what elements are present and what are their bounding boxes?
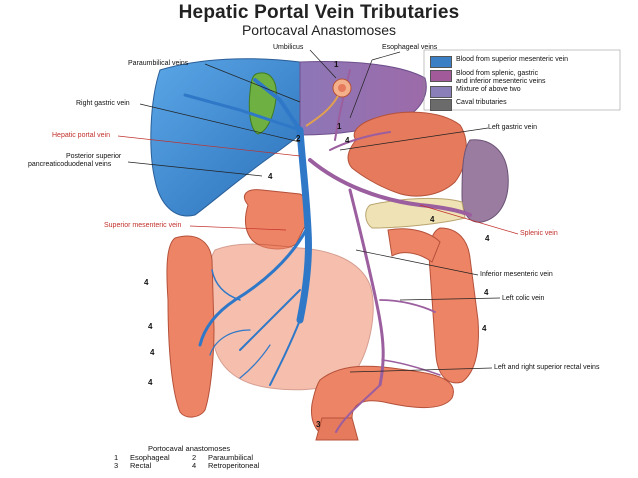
anastomosis-number: 3 — [316, 420, 321, 429]
anastomosis-number: 4 — [268, 172, 273, 181]
ascending-colon — [166, 235, 215, 418]
anastomosis-number: 4 — [485, 234, 490, 243]
label-esophageal-veins: Esophageal veins — [382, 44, 438, 51]
anastomosis-number: 4 — [148, 378, 153, 387]
label-hepatic-portal-vein: Hepatic portal vein — [52, 132, 110, 139]
anastomosis-number: 4 — [430, 215, 435, 224]
key-heading: Portocaval anastomoses — [148, 444, 231, 453]
key-number: 4 — [192, 461, 197, 470]
label-posterior-superior: Posterior superior — [66, 153, 122, 160]
legend-label: Caval tributaries — [456, 99, 507, 106]
purple-vein-system — [308, 69, 472, 433]
label-rectal-veins: Left and right superior rectal veins — [494, 364, 600, 371]
label-umbilicus: Umbilicus — [273, 44, 304, 51]
key-name: Paraumbilical — [208, 453, 254, 462]
anastomosis-number: 4 — [482, 324, 487, 333]
anastomosis-number: 4 — [150, 348, 155, 357]
anastomosis-number: 2 — [296, 134, 301, 143]
anastomosis-number: 4 — [484, 288, 489, 297]
legend-label: Mixture of above two — [456, 86, 521, 93]
label-left-gastric-vein: Left gastric vein — [488, 124, 538, 131]
key-number: 2 — [192, 453, 197, 462]
label-paraumbilical-veins: Paraumbilical veins — [128, 60, 189, 67]
duodenum — [244, 189, 310, 250]
legend-swatch — [430, 70, 452, 82]
legend-swatch — [430, 56, 452, 68]
legend-frame — [423, 49, 621, 111]
legend-swatch — [430, 99, 452, 111]
portal-vein-system — [183, 78, 313, 386]
page-title: Hepatic Portal Vein Tributaries — [178, 2, 460, 23]
anastomosis-number: 1 — [334, 60, 339, 69]
label-splenic-vein: Splenic vein — [520, 230, 558, 237]
key-name: Rectal — [130, 461, 152, 470]
legend-swatch — [430, 86, 452, 98]
legend-label: and inferior mesenteric veins — [456, 78, 546, 85]
label-right-gastric-vein: Right gastric vein — [76, 100, 130, 107]
legend-label: Blood from superior mesenteric vein — [456, 56, 569, 63]
key-number: 1 — [114, 453, 119, 462]
umbilicus-graphic — [305, 78, 352, 127]
transverse-colon — [387, 228, 441, 263]
stomach — [347, 111, 467, 197]
label-inferior-mesenteric-vein: Inferior mesenteric vein — [480, 271, 553, 278]
anastomosis-number: 4 — [148, 322, 153, 331]
label-left-colic-vein: Left colic vein — [502, 295, 545, 302]
anastomosis-number: 4 — [144, 278, 149, 287]
legend-label: Blood from splenic, gastric — [456, 70, 539, 77]
key-name: Retroperitoneal — [208, 461, 260, 470]
key-number: 3 — [114, 461, 119, 470]
label-superior-mesenteric-vein: Superior mesenteric vein — [104, 222, 182, 229]
anastomosis-number: 4 — [345, 136, 350, 145]
spleen — [461, 139, 509, 223]
anastomosis-number: 1 — [337, 122, 342, 131]
key-name: Esophageal — [130, 453, 170, 462]
page-subtitle: Portocaval Anastomoses — [241, 22, 397, 38]
leader-lines — [117, 49, 519, 373]
label-pancreaticoduodenal-veins: pancreaticoduodenal veins — [28, 161, 112, 168]
